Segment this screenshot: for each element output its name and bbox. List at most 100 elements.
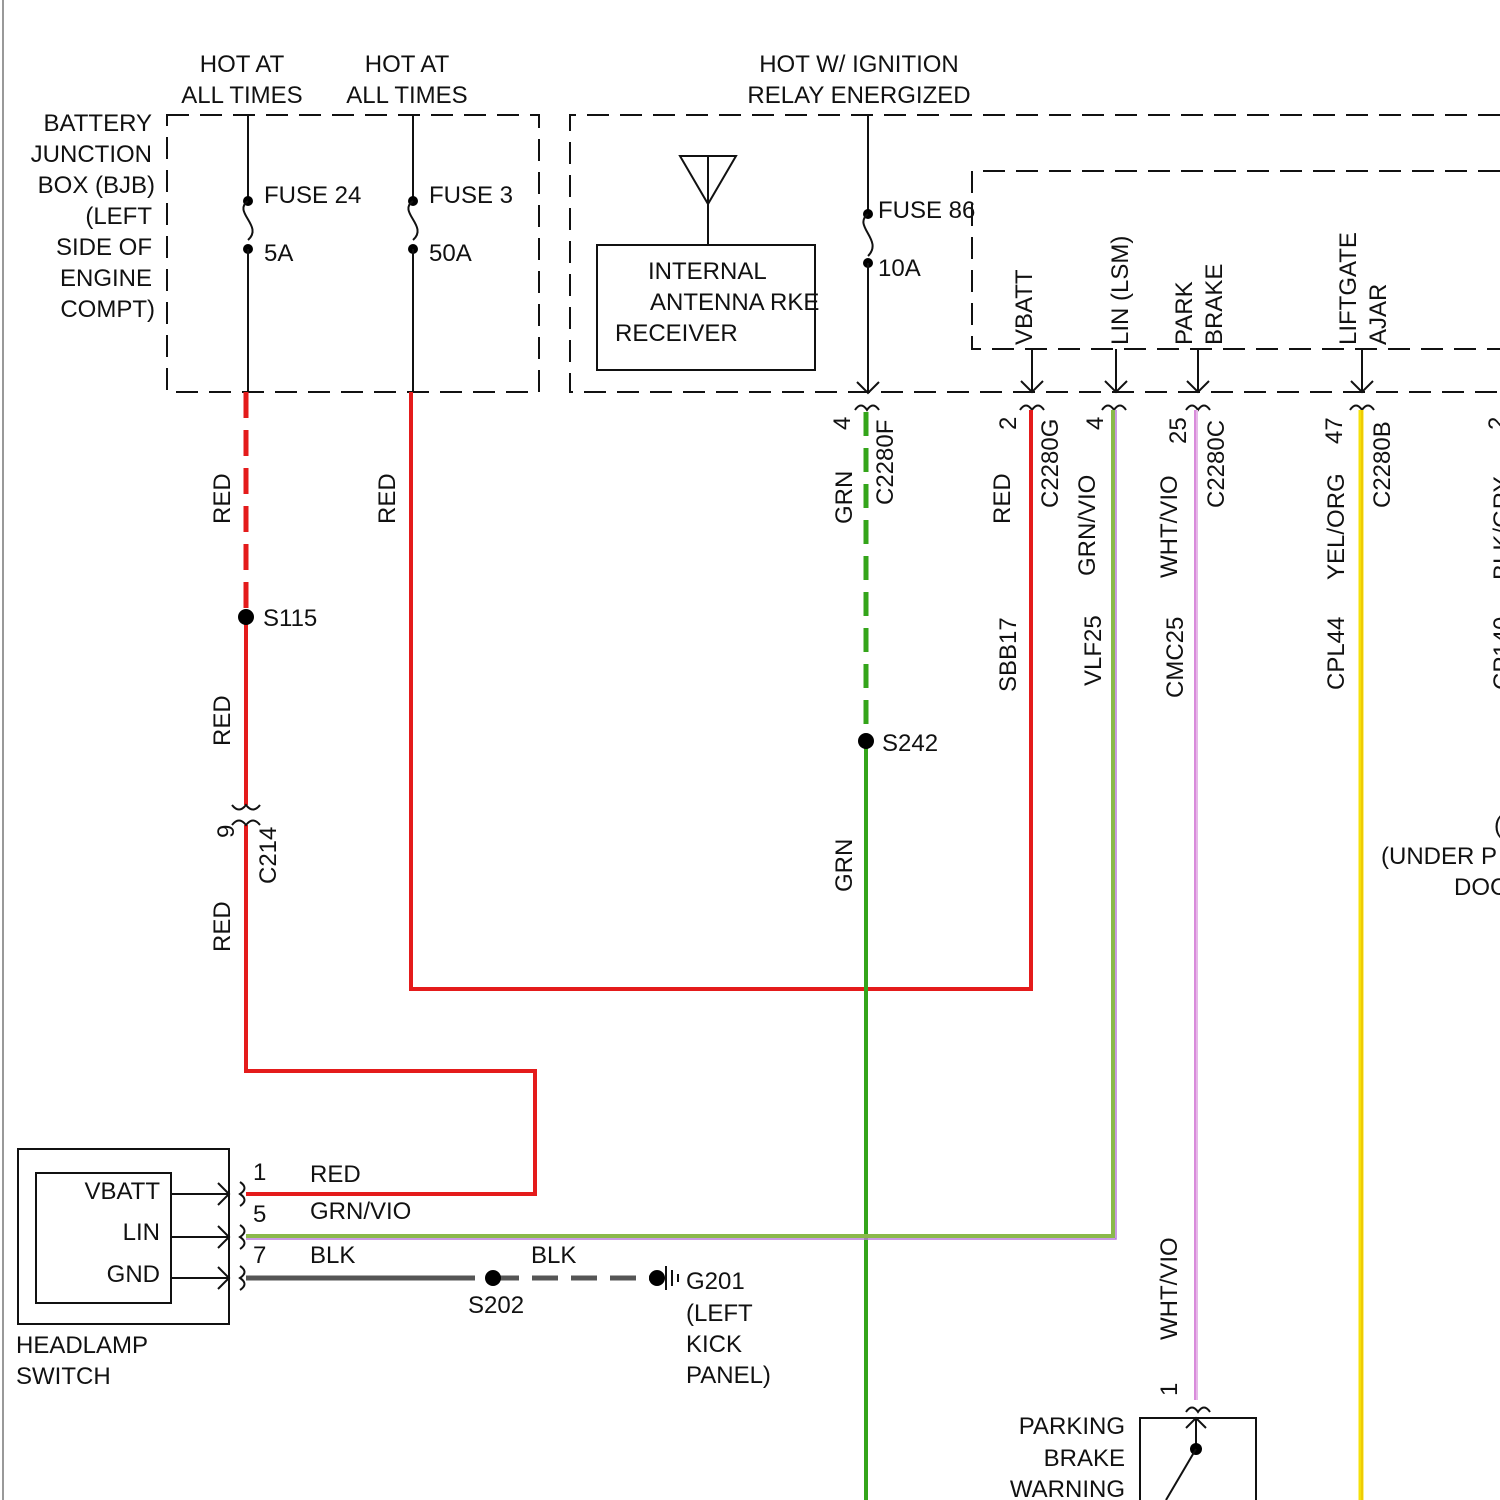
fuse-24-label: FUSE 24 [264,182,361,209]
parking-brake-pin: 1 [1156,1383,1183,1396]
headlamp-switch-title: HEADLAMP [16,1332,148,1359]
pin-label-brake: BRAKE [1201,264,1228,345]
fuse-24 [243,115,253,392]
parking-brake-connector [1186,1408,1210,1413]
parking-brake-title: BRAKE [1044,1445,1125,1472]
bjb-label-line: BOX (BJB) [38,172,155,199]
bjb-label-line: ENGINE [60,265,152,292]
c214-label: C214 [255,827,282,884]
receiver-label-line2: ANTENNA RKE [650,289,819,316]
fuse-86-label: FUSE 86 [878,197,975,224]
wire-label-grn-vio: GRN/VIO [1074,475,1101,576]
splice-s242 [858,733,874,749]
circuit-label-partial: CP140 [1489,617,1500,690]
wire-red-to-headlamp [246,825,535,1194]
hot-at-all-times-label-2b: ALL TIMES [346,82,467,109]
bjb-label-line: BATTERY [44,110,152,137]
wire-label-red: RED [209,473,236,524]
c2280c-pin: 25 [1165,417,1192,444]
pin-label-park: PARK [1171,281,1198,345]
fuse-3-label: FUSE 3 [429,182,513,209]
pin-label-liftgate: LIFTGATE [1335,232,1362,345]
circuit-label-cmc25: CMC25 [1162,617,1189,698]
splice-s202 [485,1270,501,1286]
hot-at-all-times-label-2a: HOT AT [365,51,450,78]
switch-pin-vbatt: VBATT [84,1178,160,1205]
hot-w-ignition-label-a: HOT W/ IGNITION [759,51,959,78]
switch-wire-label: BLK [310,1242,355,1269]
ground-icon [649,1266,678,1290]
headlamp-switch-title: SWITCH [16,1363,111,1390]
right-edge-text: ( [1494,812,1500,839]
circuit-label-cpl44: CPL44 [1323,617,1350,690]
c2280g-pin-b: 4 [1082,417,1109,430]
switch-pin-number: 5 [253,1201,266,1228]
c2280f-label: C2280F [872,420,899,505]
c214-pin: 9 [213,825,240,838]
fuse-24-rating: 5A [264,240,293,267]
fuse-3 [408,115,418,392]
splice-s115 [238,609,254,625]
pin-label-ajar: AJAR [1365,284,1392,345]
wire-label-blk-gry: BLK/GRY [1489,476,1500,580]
receiver-label-line1: INTERNAL [648,258,767,285]
switch-connector-caps [240,1182,245,1290]
wire-grn-vio-stripe [246,410,1116,1239]
switch-pin-arrows [171,1183,229,1289]
switch-wire-label: GRN/VIO [310,1198,411,1225]
ground-label: G201 [686,1268,745,1295]
c2280b-label: C2280B [1369,421,1396,508]
splice-s242-label: S242 [882,730,938,757]
antenna-icon [680,156,736,245]
switch-pin-number: 7 [253,1242,266,1269]
wire-label-red: RED [209,695,236,746]
splice-s202-label: S202 [468,1292,524,1319]
ground-location-line: PANEL) [686,1362,771,1389]
right-edge-text: DOC [1454,874,1500,901]
wire-grn-vio-lin [246,410,1113,1236]
bjb-label: BATTERY JUNCTION BOX (BJB) (LEFT SIDE OF… [31,110,155,323]
wire-label-red: RED [989,473,1016,524]
pin-label-lin-lsm: LIN (LSM) [1107,236,1134,345]
switch-pin-number: 1 [253,1159,266,1186]
wire-label-red: RED [374,473,401,524]
receiver-label-line3: RECEIVER [615,320,738,347]
ground-location-line: (LEFT [686,1300,753,1327]
bjb-label-line: JUNCTION [31,141,152,168]
connector-c214 [232,805,260,825]
wire-label-blk: BLK [531,1242,576,1269]
parking-brake-title: PARKING [1019,1413,1125,1440]
parking-brake-title: WARNING [1010,1476,1125,1500]
battery-junction-box [167,115,539,392]
module-connector-box [972,171,1500,349]
hot-at-all-times-label-1a: HOT AT [200,51,285,78]
c2280c-label: C2280C [1203,420,1230,508]
switch-wire-label: RED [310,1161,361,1188]
switch-pin-gnd: GND [107,1261,160,1288]
wire-red-fuse3-vbatt [411,392,1031,989]
switch-pin-lin: LIN [123,1219,160,1246]
circuit-label-sbb17: SBB17 [995,617,1022,692]
c2280g-label: C2280G [1037,419,1064,508]
connector-caps [855,406,1374,411]
wire-label-wht-vio: WHT/VIO [1156,475,1183,578]
c2280g-pin-a: 2 [995,417,1022,430]
wire-label-red: RED [209,901,236,952]
edge-pin: 2 [1484,417,1500,430]
wire-label-yel-org: YEL/ORG [1323,473,1350,580]
hot-at-all-times-label-1b: ALL TIMES [181,82,302,109]
bjb-label-line: (LEFT [85,203,152,230]
parking-brake-switch-icon [1166,1418,1206,1500]
splice-s115-label: S115 [263,605,317,632]
parking-brake-switch-box [1140,1418,1256,1500]
right-edge-text: (UNDER P [1381,843,1497,870]
hot-w-ignition-label-b: RELAY ENERGIZED [747,82,970,109]
wire-label-grn: GRN [831,471,858,524]
c2280f-pin: 4 [829,417,856,430]
pin-label-vbatt: VBATT [1011,269,1038,345]
module-pin-leads [1021,349,1373,392]
ground-location-line: KICK [686,1331,742,1358]
fuse-86 [857,115,879,393]
fuse-3-rating: 50A [429,240,472,267]
